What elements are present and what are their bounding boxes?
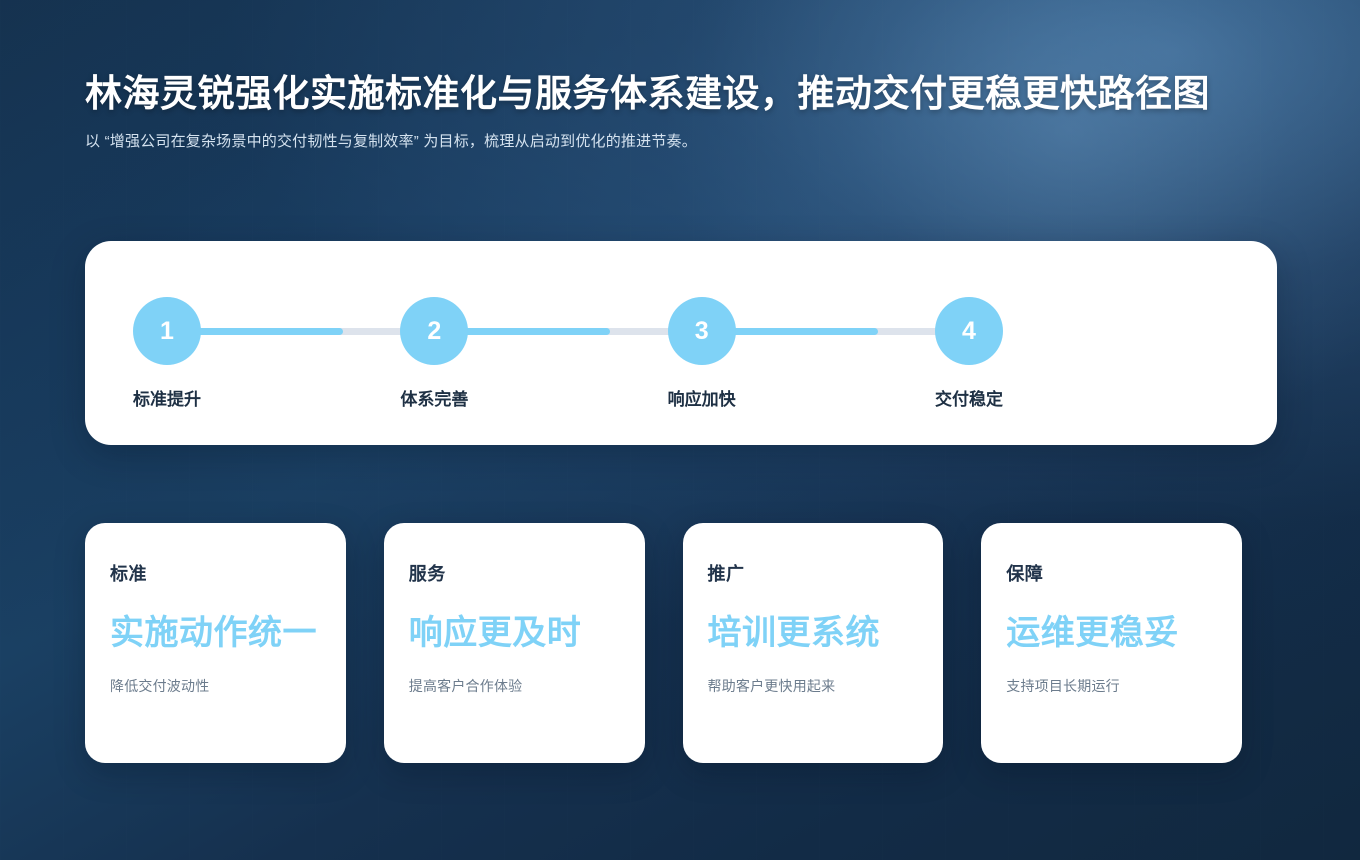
card-note: 提高客户合作体验 [408,678,523,695]
timeline-step-number: 2 [400,297,469,365]
timeline-connector-3 [729,328,941,335]
timeline-connector-1 [195,328,407,335]
card-kicker: 保障 [1006,564,1044,584]
timeline-connector-fill [729,328,878,335]
card-kicker: 推广 [707,564,745,584]
card-headline: 响应更及时 [408,614,582,652]
timeline-step-3[interactable]: 3 响应加快 [667,297,736,409]
page-subtitle: 以 “增强公司在复杂场景中的交付韧性与复制效率” 为目标，梳理从启动到优化的推进… [85,132,697,150]
timeline-connector-fill [195,328,343,335]
timeline-step-number: 4 [935,297,1003,365]
slide-header: 林海灵锐强化实施标准化与服务体系建设，推动交付更稳更快路径图 以 “增强公司在复… [85,72,1305,155]
highlight-card[interactable]: 推广培训更系统帮助客户更快用起来 [682,523,944,763]
timeline-step-4[interactable]: 4 交付稳定 [935,297,1003,409]
card-note: 降低交付波动性 [110,678,210,695]
timeline-connector-2 [462,328,674,335]
highlight-card[interactable]: 服务响应更及时提高客户合作体验 [383,523,645,763]
card-kicker: 标准 [110,564,147,584]
highlight-card-row: 标准实施动作统一降低交付波动性服务响应更及时提高客户合作体验推广培训更系统帮助客… [85,523,1242,763]
timeline-step-number: 1 [133,297,201,365]
page-title: 林海灵锐强化实施标准化与服务体系建设，推动交付更稳更快路径图 [85,73,1210,114]
timeline-step-1[interactable]: 1 标准提升 [133,297,201,409]
card-note: 帮助客户更快用起来 [707,678,836,695]
timeline-panel: 1 标准提升 2 体系完善 3 响应加快 4 交付稳定 [85,241,1277,445]
highlight-card[interactable]: 保障运维更稳妥支持项目长期运行 [981,523,1242,763]
card-headline: 运维更稳妥 [1006,614,1179,652]
timeline-step-label: 响应加快 [667,390,736,409]
card-kicker: 服务 [408,564,446,584]
highlight-card[interactable]: 标准实施动作统一降低交付波动性 [85,523,346,763]
timeline-step-label: 交付稳定 [935,390,1003,409]
card-note: 支持项目长期运行 [1006,678,1120,695]
timeline-connector-fill [462,328,611,335]
timeline-step-label: 标准提升 [133,390,201,409]
timeline-step-2[interactable]: 2 体系完善 [400,297,469,409]
card-headline: 培训更系统 [707,614,880,652]
card-headline: 实施动作统一 [110,614,317,652]
timeline-track: 1 标准提升 2 体系完善 3 响应加快 4 交付稳定 [133,297,1003,429]
timeline-step-label: 体系完善 [400,390,469,409]
timeline-step-number: 3 [667,297,736,365]
